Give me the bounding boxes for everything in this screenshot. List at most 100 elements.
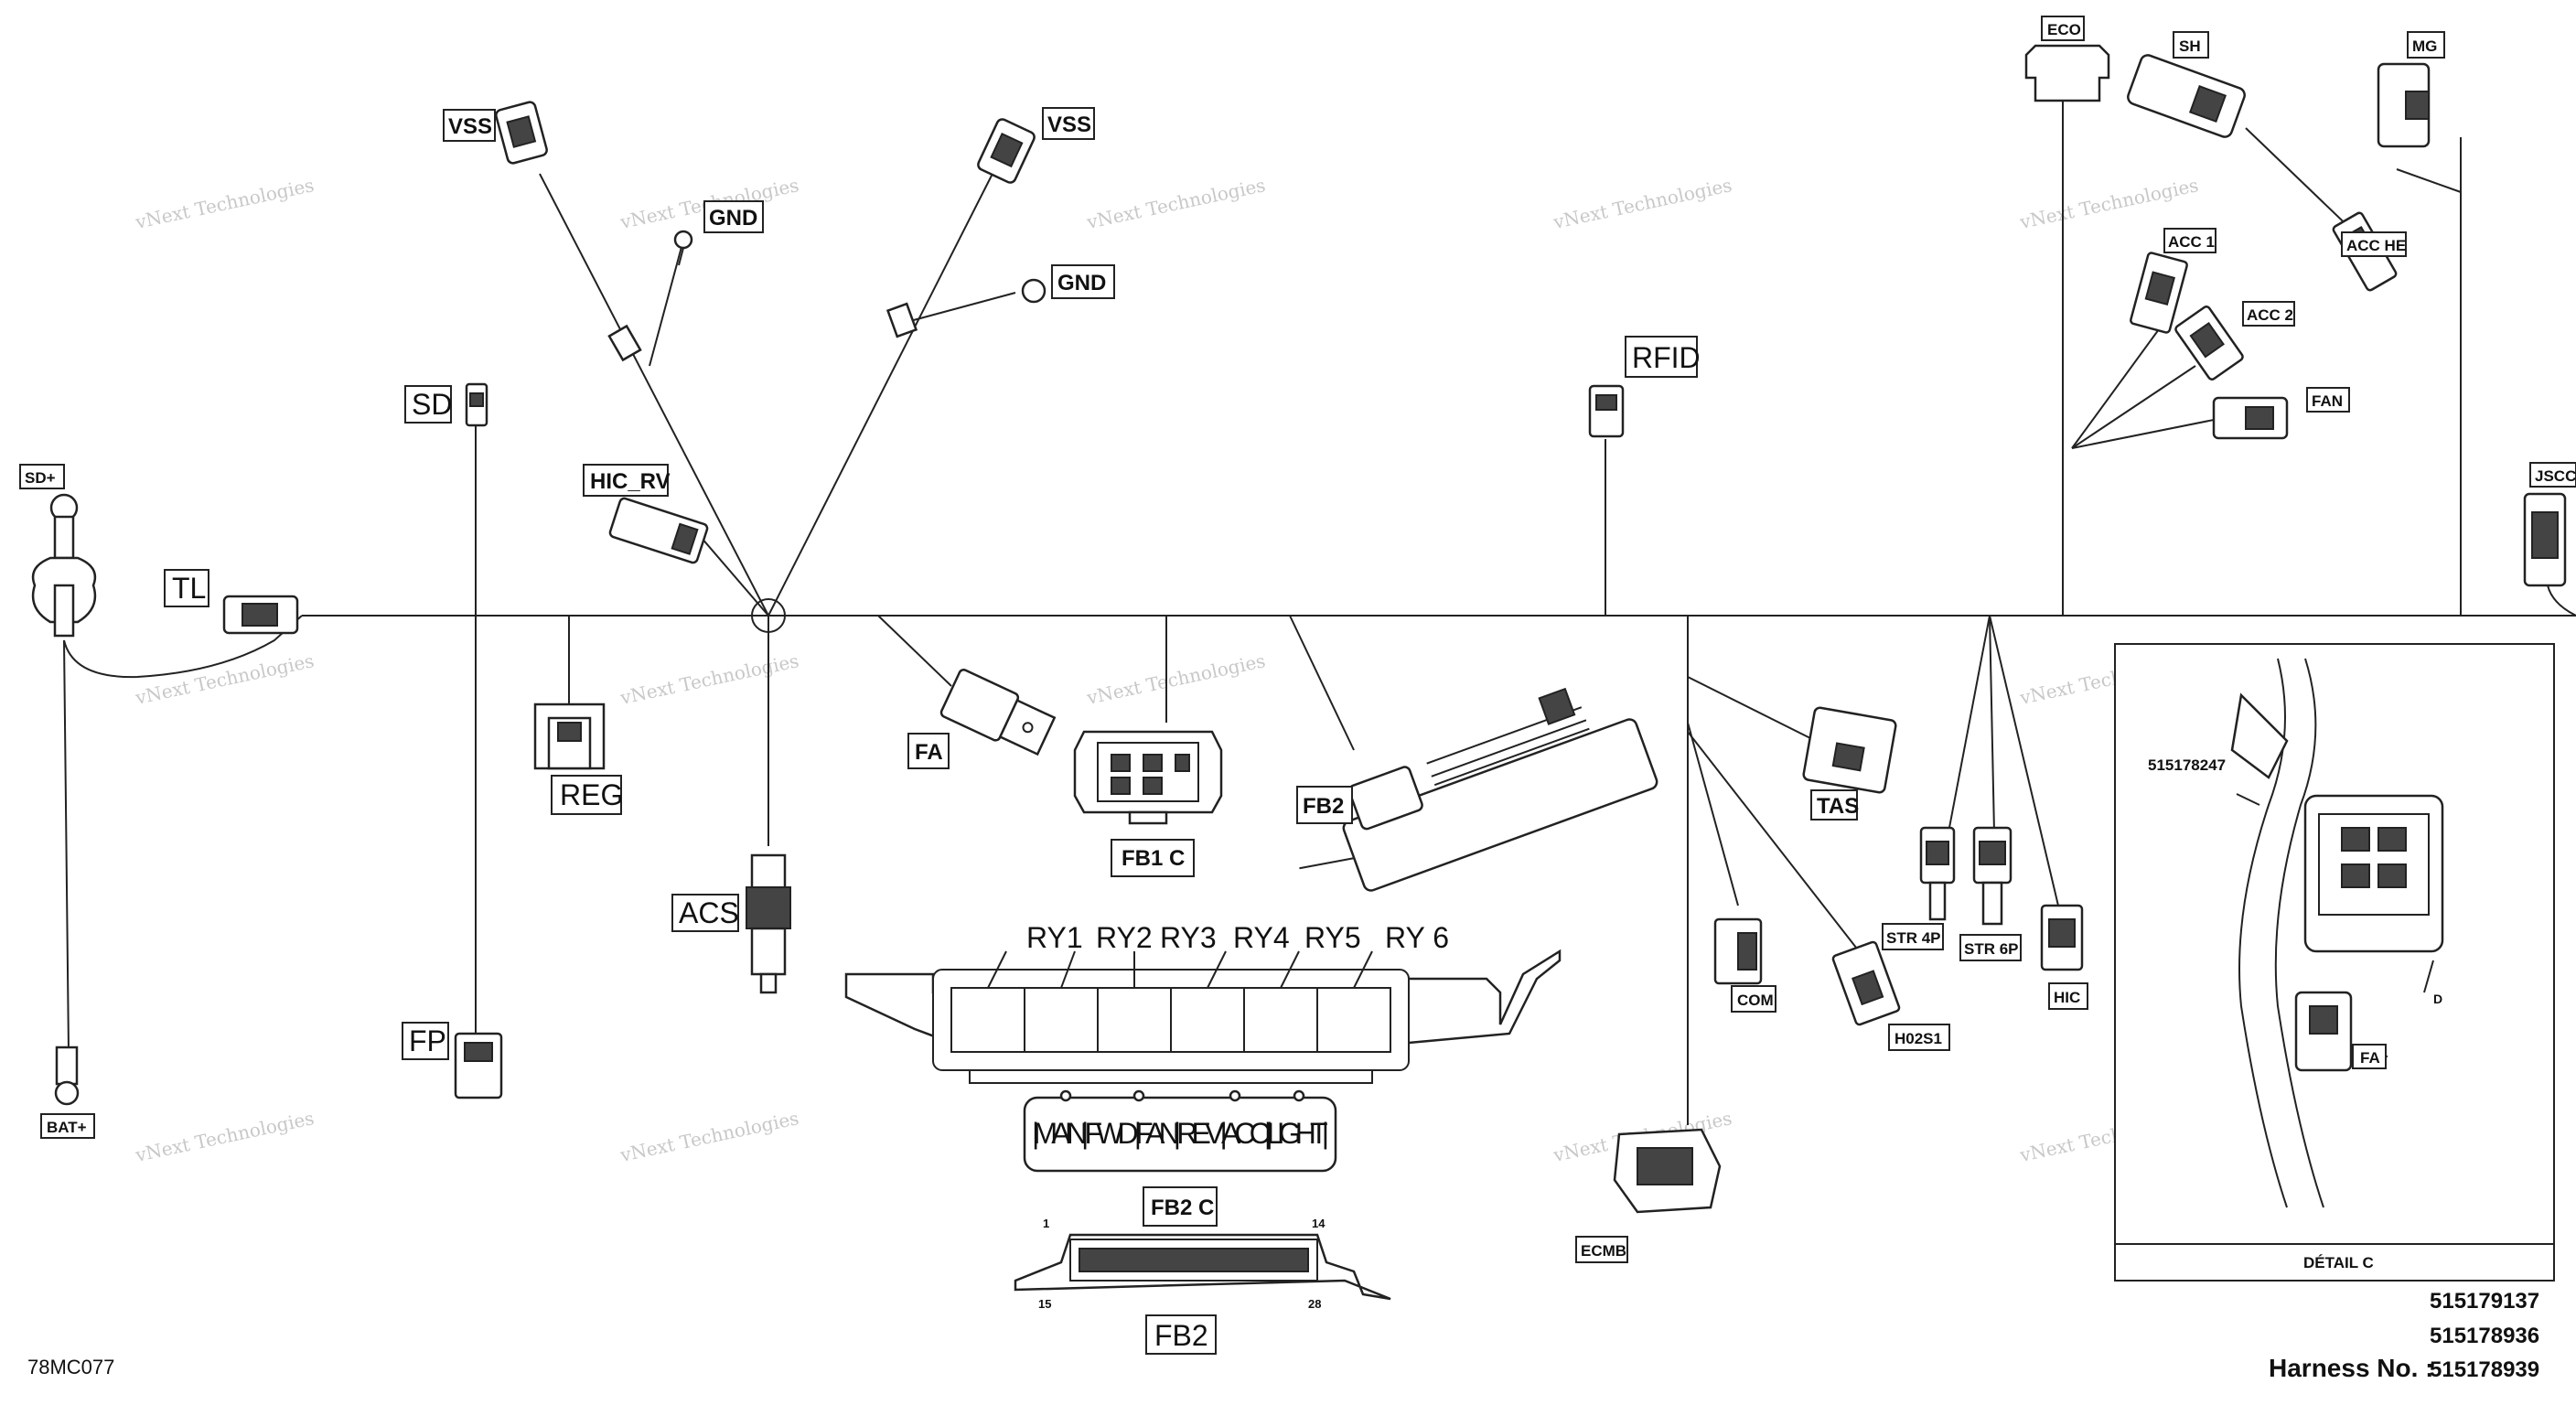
rfid-connector (1588, 384, 1625, 438)
label-sh: SH (2179, 38, 2201, 55)
label-ecmb: ECMB (1581, 1242, 1626, 1260)
harness-number-3: 515178939 (2430, 1357, 2539, 1382)
branch-wires (63, 101, 2462, 1125)
label-rfid: RFID (1632, 341, 1701, 374)
fp-connector (454, 1032, 503, 1099)
label-acc-he: ACC HE (2346, 237, 2406, 254)
label-fb2-bottom: FB2 (1154, 1319, 1208, 1352)
bat-plus-terminal (54, 1046, 80, 1106)
acc1-connector (2130, 252, 2188, 334)
label-fb2: FB2 (1303, 794, 1344, 819)
label-ry1: RY1 (1026, 921, 1083, 954)
hic-connector (2040, 904, 2084, 971)
label-ry5: RY5 (1304, 921, 1361, 954)
label-acc1: ACC 1 (2168, 233, 2215, 251)
label-gnd-left: GND (709, 206, 757, 231)
com-connector (1713, 917, 1763, 985)
splice-connector (607, 324, 642, 362)
label-tas: TAS (1817, 794, 1859, 819)
label-fb2c: FB2 C (1151, 1196, 1214, 1220)
detail-c-panel (2114, 643, 2555, 1282)
watermark-text: vNext Technologies (1084, 649, 1267, 709)
vss-right-connector (977, 118, 1036, 184)
label-ry3: RY3 (1160, 921, 1217, 954)
label-sd-plus: SD+ (25, 469, 56, 487)
detail-fa-label: FA (2360, 1049, 2380, 1067)
label-eco: ECO (2047, 21, 2081, 38)
tas-connector (1802, 706, 1897, 794)
eco-connector (2024, 44, 2110, 102)
labels: VSS VSS GND GND SD SD+ BAT+ TL HIC_RV RE… (19, 16, 2576, 1355)
detail-part-number: 515178247 (2148, 756, 2226, 774)
label-hic-rv: HIC_RV (590, 469, 671, 494)
label-gnd-right: GND (1057, 271, 1106, 295)
label-ry2: RY2 (1096, 921, 1153, 954)
reg-connector (533, 702, 606, 770)
watermark-text: vNext Technologies (133, 649, 316, 709)
watermark-text: vNext Technologies (617, 649, 800, 709)
fan-connector (2212, 396, 2289, 440)
sd-connector (465, 382, 488, 427)
label-fuse-strip: |MAIN| FWD |FAN| REV |ACC||LIGHT| (1032, 1117, 1329, 1150)
harness-number-2: 515178936 (2430, 1324, 2539, 1348)
hic-rv-connector (608, 497, 709, 564)
label-pin-28: 28 (1308, 1297, 1321, 1311)
watermark-text: vNext Technologies (1551, 174, 1733, 233)
label-pin-15: 15 (1038, 1297, 1051, 1311)
str4p-connector (1919, 826, 1956, 921)
gnd-left-ring-terminal (673, 230, 693, 266)
fb2-fuse-box (1299, 687, 1658, 892)
h02s1-connector (1831, 940, 1901, 1026)
acs-sensor (746, 853, 791, 994)
label-sd: SD (412, 388, 452, 421)
harness-label: Harness No. : (2269, 1354, 2434, 1382)
detail-title: DÉTAIL C (2303, 1254, 2374, 1271)
label-ry4: RY4 (1233, 921, 1290, 954)
label-fa: FA (915, 740, 943, 765)
detail-c-labels: 515178247 FA D DÉTAIL C (2148, 756, 2442, 1271)
label-hic: HIC (2054, 989, 2080, 1006)
fb1c-fuse-box (1073, 730, 1223, 825)
label-jscc: JSCC (2535, 467, 2576, 485)
sh-connector (2127, 54, 2246, 138)
label-vss-right: VSS (1047, 113, 1091, 137)
fb2-bottom-connector (1014, 1233, 1391, 1301)
label-str4p: STR 4P (1886, 929, 1941, 947)
watermark-text: vNext Technologies (1084, 174, 1267, 233)
fuse-strip (1023, 1089, 1337, 1173)
watermark-text: vNext Technologies (133, 1107, 316, 1166)
label-fb1c: FB1 C (1122, 846, 1185, 871)
watermark-text: vNext Technologies (617, 1107, 800, 1166)
label-reg: REG (560, 778, 623, 811)
relay-labels: RY1 RY2 RY3 RY4 RY5 RY 6 |MAIN| FWD |FAN… (1026, 921, 1449, 1311)
watermark-text: vNext Technologies (133, 174, 316, 233)
label-fan: FAN (2312, 392, 2343, 410)
footer: 78MC077 515179137 515178936 Harness No. … (27, 1289, 2539, 1382)
mg-connector (2377, 62, 2431, 148)
sd-plus-terminal (31, 493, 97, 638)
figure-code: 78MC077 (27, 1356, 114, 1378)
label-tl: TL (172, 572, 206, 605)
label-pin-1: 1 (1043, 1217, 1049, 1230)
harness-number-1: 515179137 (2430, 1289, 2539, 1314)
label-fp: FP (409, 1024, 446, 1057)
fa-connector (939, 669, 1057, 756)
str6p-connector (1972, 826, 2012, 926)
ecmb-connector (1613, 1128, 1722, 1214)
splice-connector (886, 302, 918, 338)
gnd-right-ring-terminal (1021, 278, 1046, 304)
label-vss-left: VSS (448, 114, 492, 139)
relay-panel (844, 949, 1562, 1084)
label-mg: MG (2412, 38, 2437, 55)
label-ry6: RY 6 (1385, 921, 1449, 954)
label-h02s1: H02S1 (1894, 1030, 1942, 1047)
tl-connector (222, 595, 299, 635)
vss-left-connector (495, 101, 548, 165)
label-str6p: STR 6P (1964, 940, 2019, 958)
label-acs: ACS (679, 896, 739, 929)
label-bat-plus: BAT+ (47, 1119, 87, 1136)
label-com: COM (1737, 992, 1774, 1009)
label-acc2: ACC 2 (2247, 306, 2293, 324)
label-pin-14: 14 (1312, 1217, 1326, 1230)
